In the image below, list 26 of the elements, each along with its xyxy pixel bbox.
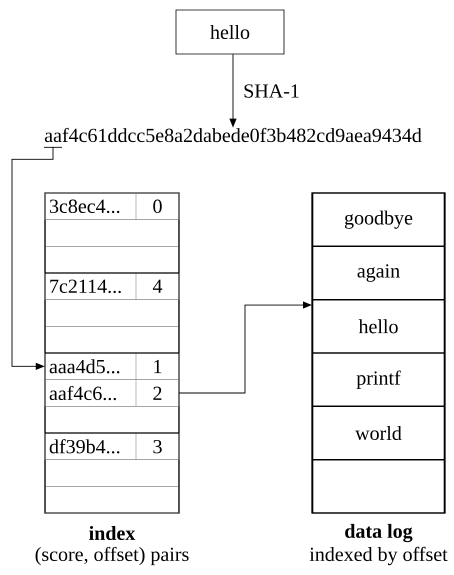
table-heading: index [89,526,136,540]
table-row: aaa4d5... 1 [44,352,180,380]
table-row [45,246,179,274]
table-row: goodbye [312,192,445,247]
edge-label: SHA-1 [244,84,299,98]
node-label: indexed by offset [310,546,448,566]
table-row: world [312,406,445,460]
table-row [45,219,179,247]
table-row: df39b4... 3 [44,432,180,460]
table-row [45,459,179,487]
table-row: aaf4c6... 2 [44,379,180,407]
table-row [45,486,179,514]
table-row: printf [312,352,445,407]
arrow [12,146,62,370]
node-label: (score, offset) pairs [36,546,189,566]
table-row [45,326,179,354]
table-row [45,406,179,434]
table-row: 7c2114... 4 [44,272,180,300]
table-row: 3c8ec4... 0 [44,192,180,220]
table-row [312,459,445,514]
hash-text: aaf4c61ddcc5e8a2dabede0f3b482cd9aea9434d [44,128,422,142]
table-row: again [312,246,445,300]
table-row: hello [312,299,445,354]
table-row [45,299,179,327]
input-box: hello [176,10,284,54]
table-heading: data log [345,524,412,542]
